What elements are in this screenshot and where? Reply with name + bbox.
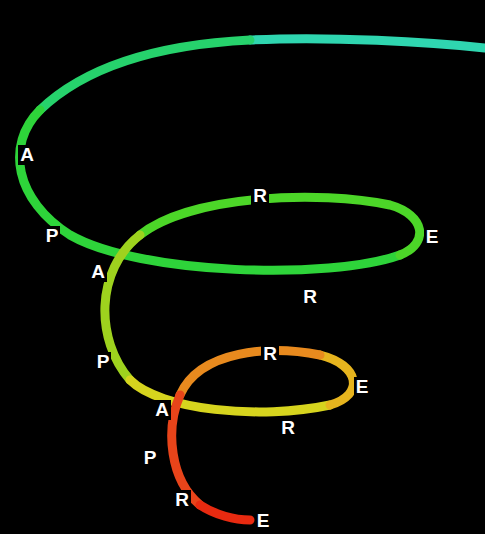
spiral-segment (180, 351, 320, 395)
phase-letter: P (44, 226, 61, 246)
phase-letter: E (255, 511, 272, 531)
spiral-segment (140, 197, 420, 255)
spiral-segment (172, 395, 200, 505)
spiral-segment (20, 110, 400, 270)
phase-letter: P (142, 448, 159, 468)
phase-letter: E (424, 227, 441, 247)
spiral-segment (250, 39, 485, 48)
spiral-segment (200, 505, 250, 520)
phase-letter: R (301, 287, 319, 307)
phase-letter: R (173, 490, 191, 510)
phase-letter: R (251, 186, 269, 206)
phase-letter: A (153, 400, 171, 420)
phase-letter: A (18, 145, 36, 165)
phase-letter: E (354, 377, 371, 397)
spiral-segment (40, 40, 250, 110)
phase-letter: P (95, 352, 112, 372)
phase-letter: R (279, 418, 297, 438)
spiral-segment (320, 355, 353, 405)
phase-letter: A (89, 262, 107, 282)
phase-letter: R (261, 344, 279, 364)
